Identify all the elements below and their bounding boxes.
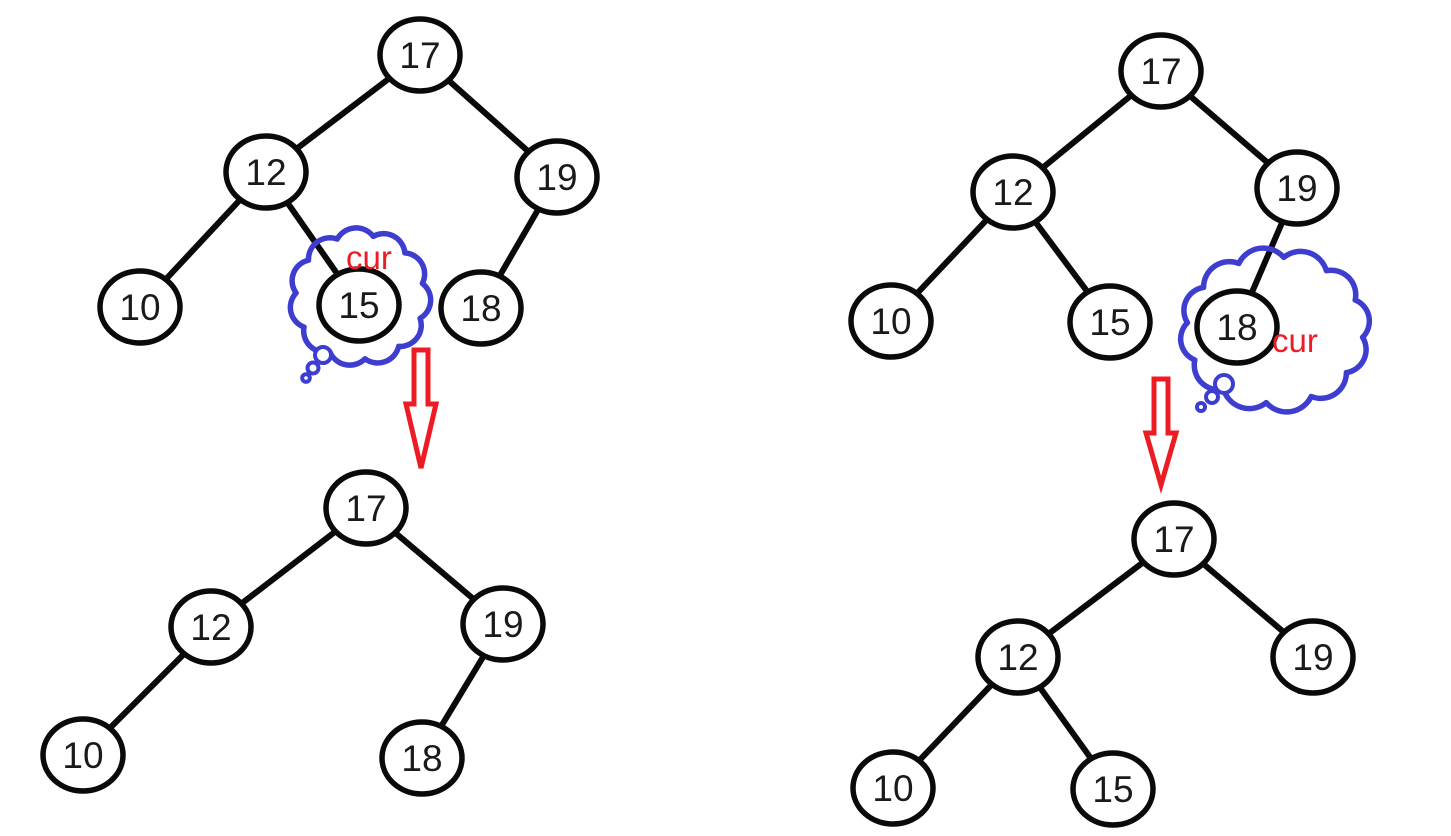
node-value: 18 [401, 738, 442, 779]
tree-node-15: 15 [1067, 283, 1153, 361]
tree-before-delete-15: 17 12 19 10 15 18 cur [97, 16, 600, 384]
node-circle [850, 749, 936, 827]
tree-node-17: 17 [1118, 32, 1204, 110]
tree-node-12: 12 [168, 588, 254, 666]
node-value: 19 [536, 157, 577, 198]
node-value: 17 [345, 488, 386, 529]
node-circle [377, 16, 463, 94]
node-value: 15 [1089, 302, 1130, 343]
node-circle [223, 133, 309, 211]
node-value: 17 [1140, 51, 1181, 92]
node-value: 18 [1216, 307, 1257, 348]
tree-node-19: 19 [460, 585, 546, 663]
node-value: 19 [1276, 168, 1317, 209]
node-value: 10 [62, 735, 103, 776]
thought-cloud-tail-bubble [1195, 401, 1207, 413]
thought-cloud-tail-bubble [1204, 389, 1220, 405]
node-circle [316, 266, 402, 344]
node-circle [323, 469, 409, 547]
node-value: 18 [460, 288, 501, 329]
thought-cloud-icon [287, 225, 434, 368]
tree-node-10: 10 [97, 268, 183, 346]
thought-cloud-tail-bubble [305, 360, 321, 376]
node-value: 15 [338, 285, 379, 326]
thought-cloud-tail-bubble [313, 345, 333, 365]
tree-node-15: 15 [316, 266, 402, 344]
node-value: 17 [399, 35, 440, 76]
node-circle [848, 282, 934, 360]
node-circle [970, 153, 1056, 231]
node-circle [40, 716, 126, 794]
tree-node-10: 10 [848, 282, 934, 360]
node-circle [438, 269, 524, 347]
node-value: 10 [870, 301, 911, 342]
node-circle [1131, 500, 1217, 578]
tree-node-17: 17 [377, 16, 463, 94]
cur-annotation: cur [1177, 245, 1373, 415]
tree-node-12: 12 [970, 153, 1056, 231]
tree-after-delete-18: 17 12 19 10 15 [850, 500, 1356, 828]
node-value: 15 [1092, 769, 1133, 810]
node-circle [1194, 288, 1280, 366]
node-circle [460, 585, 546, 663]
node-value: 12 [190, 607, 231, 648]
tree-node-12: 12 [975, 618, 1061, 696]
node-value: 19 [1292, 637, 1333, 678]
cur-annotation: cur [287, 225, 434, 384]
tree-node-10: 10 [850, 749, 936, 827]
node-circle [97, 268, 183, 346]
cur-label: cur [1272, 322, 1318, 359]
tree-node-12: 12 [223, 133, 309, 211]
node-value: 17 [1153, 519, 1194, 560]
tree-node-19: 19 [1270, 618, 1356, 696]
cur-label: cur [346, 239, 392, 276]
tree-node-19: 19 [1254, 149, 1340, 227]
down-arrow-icon [402, 347, 440, 469]
tree-node-18: 18 [438, 269, 524, 347]
tree-before-delete-18: 17 12 19 10 15 18 cur [848, 32, 1373, 415]
node-value: 12 [245, 152, 286, 193]
node-circle [1118, 32, 1204, 110]
thought-cloud-tail-bubble [300, 372, 312, 384]
node-circle [975, 618, 1061, 696]
node-circle [1067, 283, 1153, 361]
node-value: 10 [119, 287, 160, 328]
node-circle [379, 719, 465, 797]
node-value: 19 [482, 604, 523, 645]
node-circle [1254, 149, 1340, 227]
thought-cloud-icon [1177, 245, 1373, 415]
tree-node-18: 18 [1194, 288, 1280, 366]
tree-node-10: 10 [40, 716, 126, 794]
thought-cloud-tail-bubble [1213, 373, 1235, 395]
tree-node-19: 19 [514, 138, 600, 216]
node-value: 10 [872, 768, 913, 809]
node-circle [168, 588, 254, 666]
node-circle [1070, 750, 1156, 828]
tree-node-15: 15 [1070, 750, 1156, 828]
node-circle [514, 138, 600, 216]
tree-node-18: 18 [379, 719, 465, 797]
node-value: 12 [997, 637, 1038, 678]
tree-after-delete-15: 17 12 19 10 18 [40, 469, 546, 797]
tree-node-17: 17 [323, 469, 409, 547]
node-circle [1270, 618, 1356, 696]
down-arrow-icon [1142, 376, 1180, 495]
tree-node-17: 17 [1131, 500, 1217, 578]
node-value: 12 [992, 172, 1033, 213]
